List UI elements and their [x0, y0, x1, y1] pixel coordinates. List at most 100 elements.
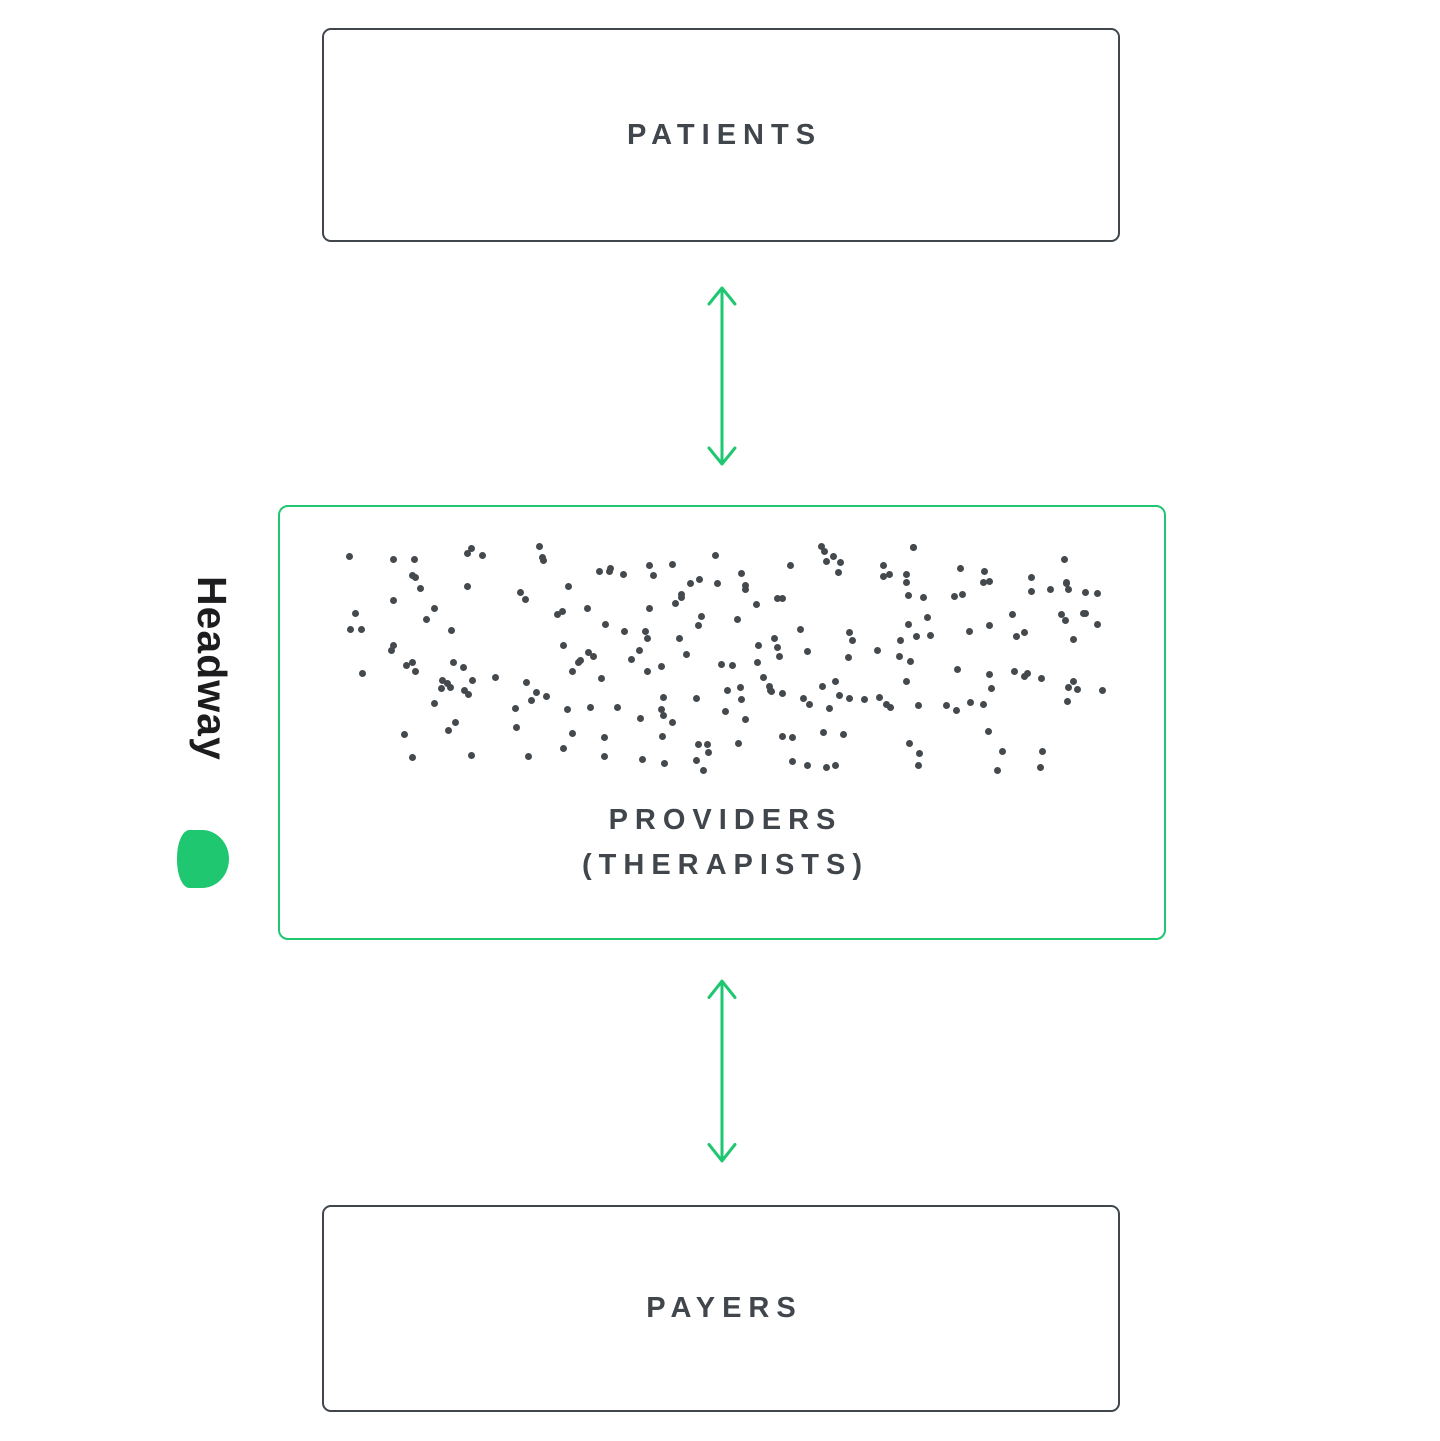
provider-dot [668, 561, 676, 569]
provider-dot [729, 662, 737, 670]
provider-dot [559, 745, 567, 753]
provider-dot [953, 666, 961, 674]
provider-dot [840, 730, 848, 738]
provider-dot [979, 579, 987, 587]
provider-dot [1028, 588, 1036, 596]
provider-dot [345, 552, 353, 560]
provider-dot [636, 647, 644, 655]
provider-dot [712, 551, 720, 559]
provider-dot [412, 574, 420, 582]
provider-dot [987, 684, 995, 692]
provider-dot [1057, 610, 1065, 618]
provider-dot [789, 758, 797, 766]
provider-dot [836, 559, 844, 567]
provider-dot [998, 748, 1006, 756]
provider-dot [874, 647, 882, 655]
provider-dot [734, 616, 742, 624]
provider-dot [912, 633, 920, 641]
provider-dot [817, 543, 825, 551]
provider-dot [876, 694, 884, 702]
headway-wordmark: Headway [189, 576, 235, 761]
provider-dot [444, 726, 452, 734]
provider-dot [879, 573, 887, 581]
provider-dot [1062, 580, 1070, 588]
provider-dot [600, 734, 608, 742]
provider-dot [1028, 574, 1036, 582]
provider-dot [558, 608, 566, 615]
provider-dot [735, 740, 743, 748]
provider-dot [848, 637, 856, 645]
provider-dot [753, 601, 761, 609]
provider-dot [430, 605, 438, 613]
provider-dot [390, 556, 398, 564]
provider-dot [408, 753, 416, 761]
provider-dot [513, 723, 521, 731]
provider-dot [788, 734, 796, 742]
provider-dot [724, 686, 732, 694]
provider-dot [1037, 764, 1045, 772]
provider-dot [672, 599, 680, 607]
provider-dot [448, 626, 456, 634]
provider-dot [879, 562, 887, 570]
provider-dot [606, 564, 614, 572]
provider-dot [804, 647, 812, 655]
provider-dot [522, 595, 530, 603]
provider-dot [512, 704, 520, 712]
provider-dot [836, 692, 844, 700]
provider-dot [595, 568, 603, 576]
provider-dot [410, 555, 418, 563]
provider-dot [423, 616, 431, 624]
provider-dot [967, 698, 975, 706]
provider-dot [449, 659, 457, 667]
provider-dot [692, 694, 700, 702]
provider-dot [1081, 588, 1089, 596]
provider-dot [1008, 610, 1016, 618]
provider-dot [464, 550, 472, 558]
provider-dot [606, 568, 614, 576]
provider-dot [904, 621, 912, 629]
provider-dot [402, 662, 410, 670]
provider-dot [639, 755, 647, 763]
provider-dot [589, 652, 597, 660]
provider-dot [443, 679, 451, 687]
provider-dot [694, 741, 702, 749]
provider-dot [755, 642, 763, 650]
provider-dot [352, 610, 360, 618]
provider-dot [1061, 555, 1069, 563]
providers-label: PROVIDERS (THERAPISTS) [575, 798, 869, 888]
provider-dot [825, 705, 833, 713]
provider-dot [553, 610, 561, 618]
provider-dot [585, 649, 593, 657]
provider-dot [742, 585, 750, 593]
provider-dot [738, 569, 746, 577]
provider-dot [1063, 697, 1071, 705]
provider-dot [682, 651, 690, 658]
provider-dot [1037, 675, 1045, 683]
provider-dot [722, 708, 730, 716]
provider-dot [902, 677, 910, 685]
provider-dot [646, 605, 654, 613]
provider-dot [860, 696, 868, 704]
provider-dot [461, 687, 469, 695]
provider-dot [774, 595, 782, 603]
patients-box: PATIENTS [322, 28, 1120, 242]
provider-dot [1094, 589, 1102, 597]
provider-dot [1065, 683, 1073, 691]
patients-label: PATIENTS [626, 118, 823, 151]
provider-dot [980, 701, 988, 709]
provider-dot [657, 706, 665, 714]
provider-dot [829, 553, 837, 561]
provider-dot [778, 733, 786, 741]
provider-dot [560, 641, 568, 649]
provider-dot [577, 656, 585, 664]
provider-dot [539, 554, 547, 562]
provider-dot [411, 667, 419, 675]
provider-dot [831, 678, 839, 685]
provider-dot [687, 579, 695, 587]
provider-dot [358, 626, 366, 634]
providers-label-line1: PROVIDERS [608, 804, 843, 837]
provider-dot [389, 642, 397, 650]
provider-dot [803, 762, 811, 770]
provider-dot [760, 673, 768, 681]
provider-dot [845, 629, 853, 637]
